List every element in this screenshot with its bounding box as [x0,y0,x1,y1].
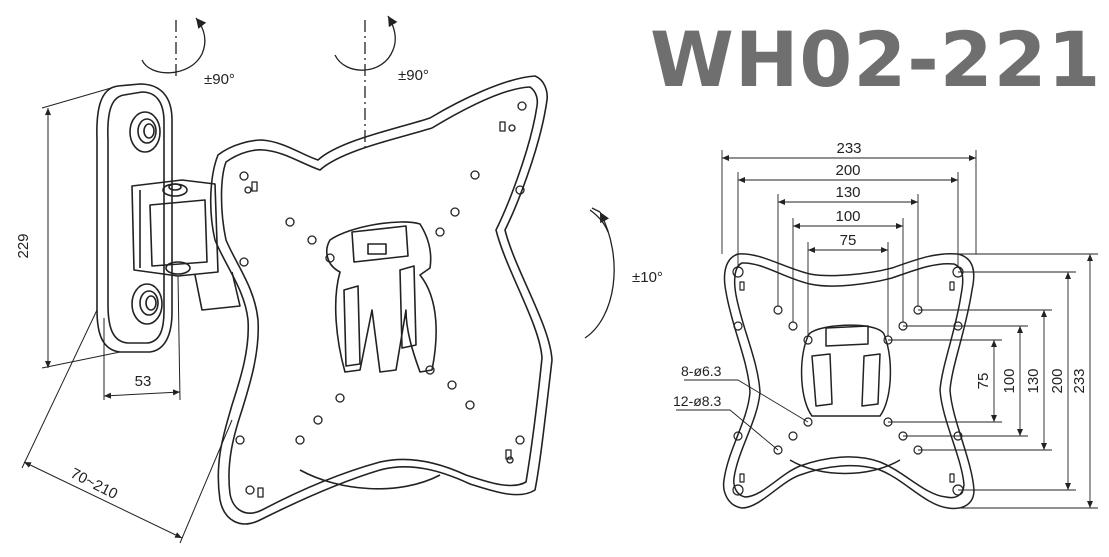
swivel-arm-label: ±90° [204,71,235,88]
horizontal-dimensions [721,150,977,336]
swivel-arm [131,179,241,311]
width-130-label: 130 [835,184,860,201]
swivel-plate-label: ±90° [398,67,429,84]
width-100-label: 100 [835,208,860,225]
model-title: WH02-221 [650,15,1102,104]
extension-dimension-label: 70~210 [68,465,121,503]
wall-plate [96,83,173,353]
side-dimensions [21,85,233,544]
height-75-label: 75 [975,373,992,390]
tilt-label: ±10° [632,269,663,286]
depth-dimension-label: 53 [135,373,152,390]
front-plate [722,252,975,510]
rotation-arrows [141,15,615,339]
width-233-label: 233 [836,140,861,157]
tv-plate [209,75,553,525]
front-holes [732,266,964,496]
plate-holes [235,101,527,498]
hole-leaders [676,379,809,451]
height-200-label: 200 [1049,368,1066,393]
height-130-label: 130 [1025,368,1042,393]
height-dimension-label: 229 [15,233,32,258]
width-200-label: 200 [835,162,860,179]
height-233-label: 233 [1071,368,1088,393]
width-75-label: 75 [840,232,857,249]
side-view [21,15,615,544]
hole-6-3-label: 8-ø6.3 [681,363,722,379]
vertical-dimensions [888,253,1098,509]
hole-8-3-label: 12-ø8.3 [673,393,721,409]
front-view [676,150,1098,510]
height-100-label: 100 [1001,368,1018,393]
